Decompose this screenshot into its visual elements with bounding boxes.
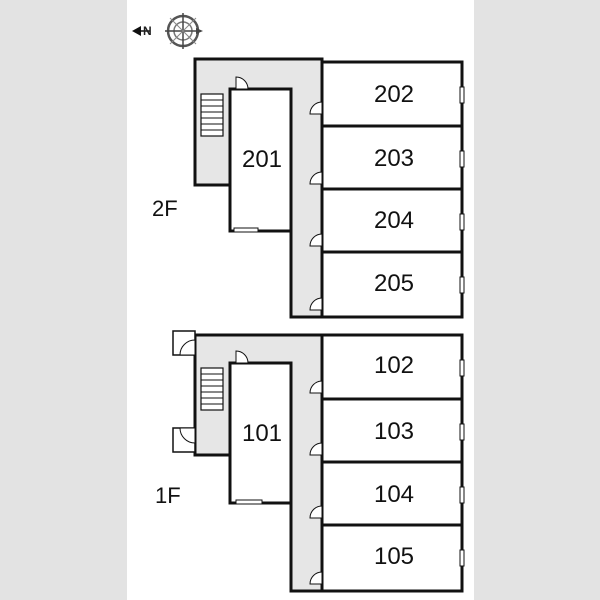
door-103-icon xyxy=(309,442,323,456)
door-204-icon xyxy=(309,233,323,247)
entrance-door-2-icon xyxy=(179,427,196,444)
door-202-icon xyxy=(309,101,323,115)
room-label-103: 103 xyxy=(374,418,414,445)
compass-rose-icon xyxy=(132,13,203,49)
staircase-2f-icon xyxy=(200,93,224,137)
entrance-door-1-icon xyxy=(179,339,196,356)
door-102-icon xyxy=(309,380,323,394)
compass-north-label: N xyxy=(143,24,152,38)
room-label-102: 102 xyxy=(374,352,414,379)
door-105-icon xyxy=(309,571,323,585)
window-205-icon xyxy=(459,276,465,294)
floor-label-1f: 1F xyxy=(155,483,181,508)
room-201 xyxy=(228,87,293,233)
room-label-204: 204 xyxy=(374,207,414,234)
door-203-icon xyxy=(309,171,323,185)
room-label-201: 201 xyxy=(242,146,282,173)
room-103 xyxy=(320,397,464,464)
floor-2f-plan xyxy=(193,57,465,319)
room-label-101: 101 xyxy=(242,420,282,447)
window-203-icon xyxy=(459,150,465,168)
room-label-205: 205 xyxy=(374,270,414,297)
floor-1f-plan xyxy=(172,330,465,593)
window-105-icon xyxy=(459,549,465,567)
room-105 xyxy=(320,523,464,593)
room-label-104: 104 xyxy=(374,481,414,508)
window-204-icon xyxy=(459,213,465,231)
window-103-icon xyxy=(459,423,465,441)
window-104-icon xyxy=(459,486,465,504)
room-label-202: 202 xyxy=(374,81,414,108)
room-202 xyxy=(320,60,464,128)
north-arrow-icon xyxy=(132,26,141,36)
door-205-icon xyxy=(309,297,323,311)
room-label-203: 203 xyxy=(374,145,414,172)
room-label-105: 105 xyxy=(374,543,414,570)
room-203 xyxy=(320,124,464,191)
door-104-icon xyxy=(309,505,323,519)
room-205 xyxy=(320,250,464,319)
staircase-1f-icon xyxy=(200,367,224,411)
room-204 xyxy=(320,187,464,254)
window-102-icon xyxy=(459,359,465,377)
floor-label-2f: 2F xyxy=(152,196,178,221)
window-202-icon xyxy=(459,86,465,104)
